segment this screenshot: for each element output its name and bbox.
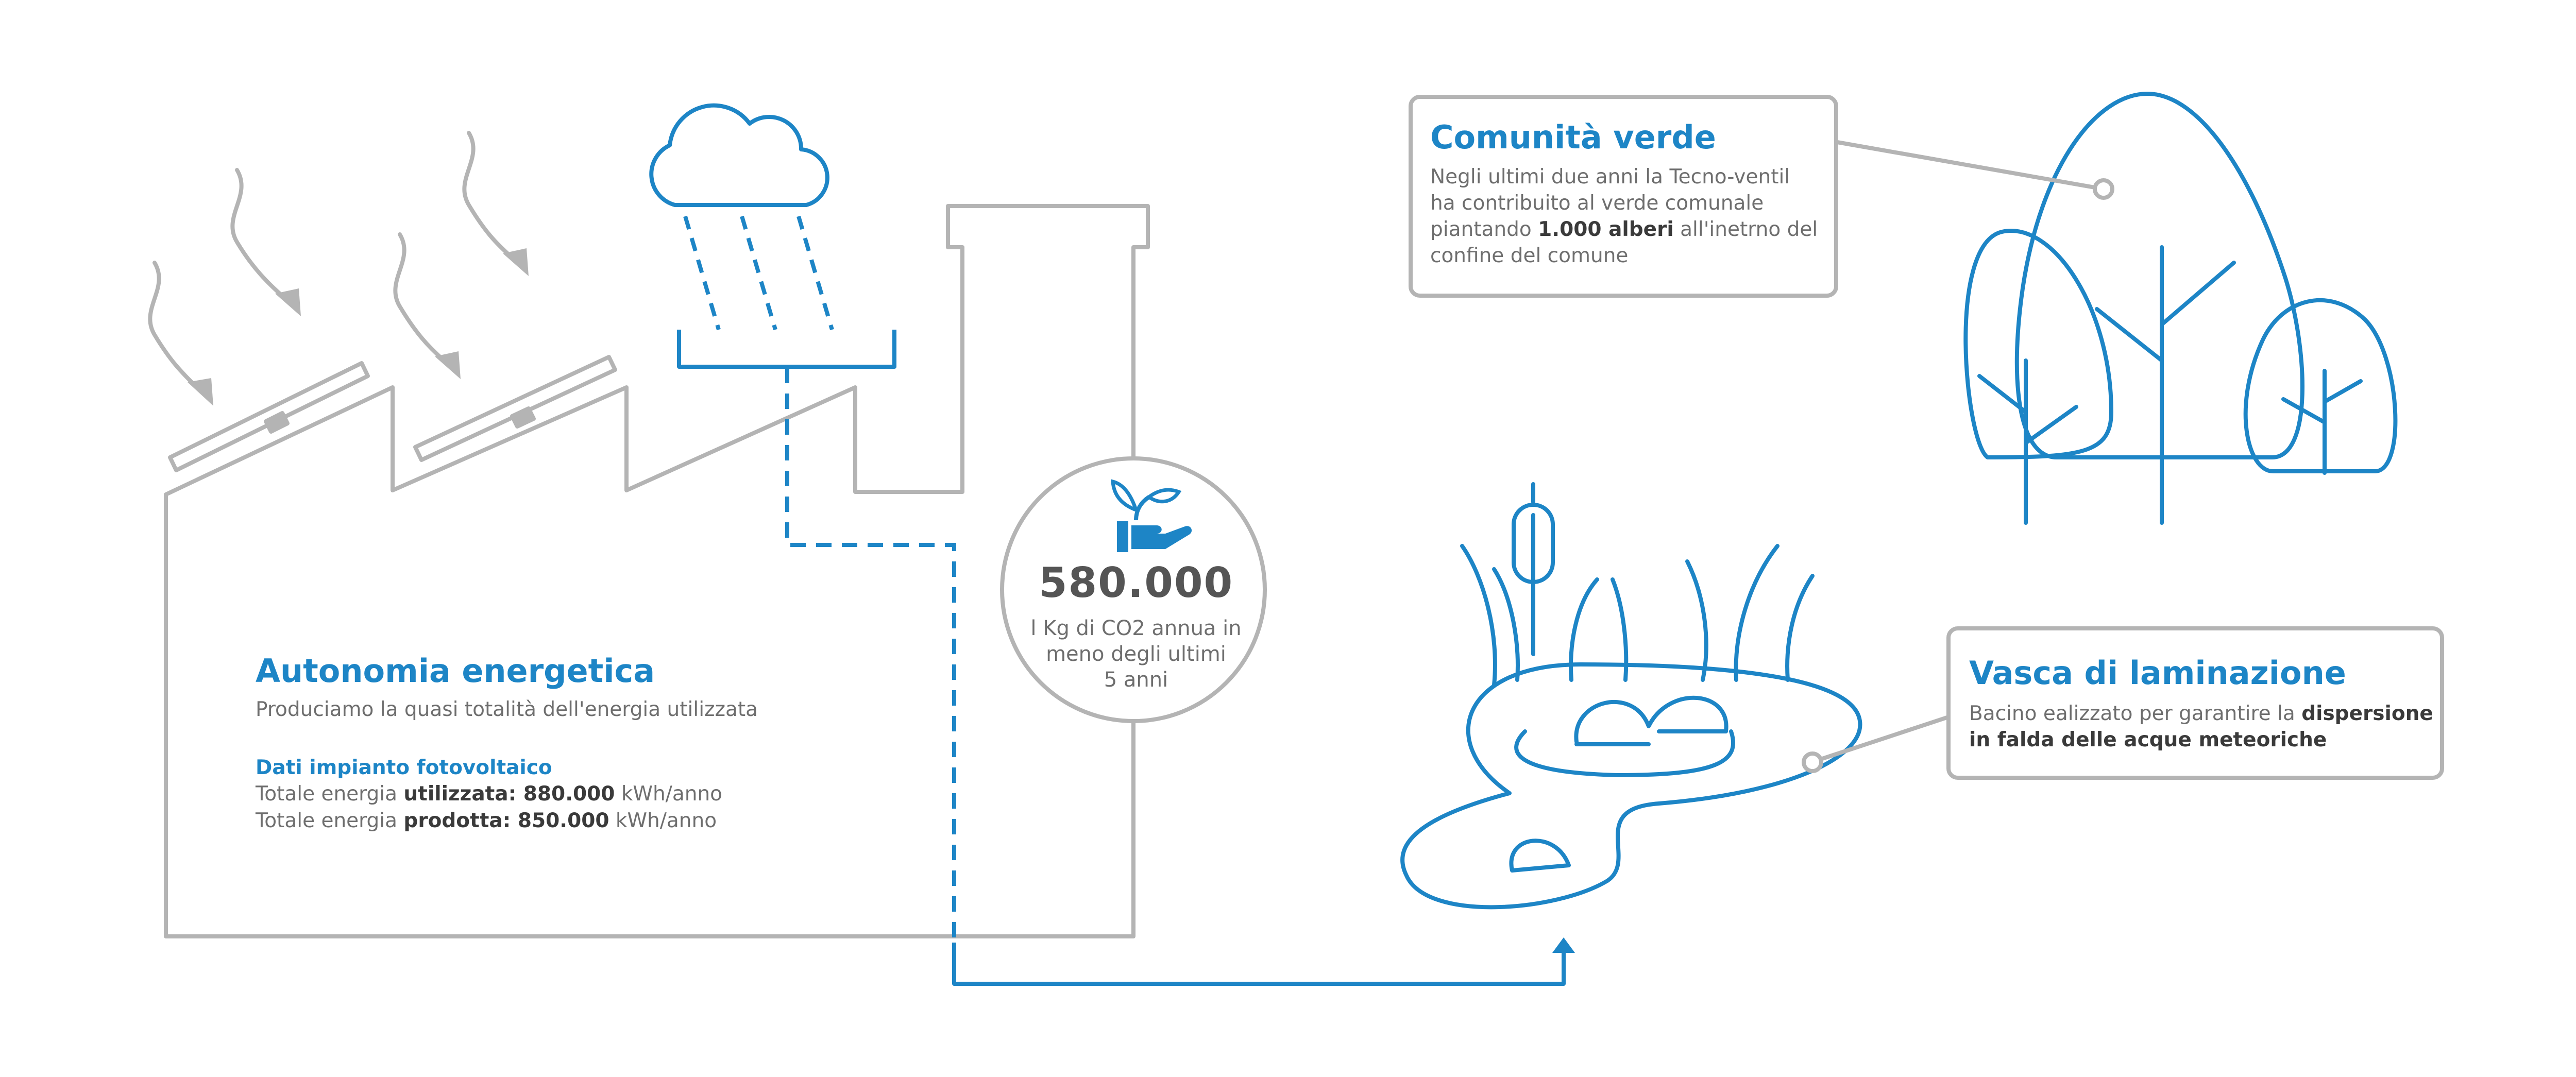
basin-line-2-bold: in falda delle acque meteoriche — [1969, 728, 2327, 751]
factory-outline — [164, 204, 1150, 938]
energy-used-unit: kWh/anno — [615, 782, 723, 806]
co2-label: l Kg di CO2 annua in meno degli ultimi 5… — [1023, 616, 1249, 693]
co2-label-line: 5 anni — [1104, 668, 1168, 692]
energy-produced-unit: kWh/anno — [609, 809, 717, 832]
rain-collector — [677, 330, 896, 369]
energy-used-prefix: Totale energia — [256, 782, 404, 806]
pond-icon — [1400, 482, 1862, 910]
basin-title: Vasca di laminazione — [1969, 654, 2346, 692]
co2-label-line: l Kg di CO2 annua in — [1030, 617, 1242, 640]
green-line-2: ha contribuito al verde comunale — [1430, 192, 1764, 215]
co2-value: 580.000 — [1038, 559, 1234, 607]
pipe-arrowhead — [1552, 937, 1575, 953]
trees-count: 1.000 alberi — [1538, 218, 1674, 241]
green-line-3-suffix: all'inetrno del — [1673, 218, 1818, 241]
callout-green-community — [1409, 95, 2114, 298]
factory-title: Autonomia energetica — [256, 652, 655, 690]
basin-line-1-prefix: Bacino ealizzato per garantire la — [1969, 702, 2302, 725]
sun-ray-arrowhead — [503, 248, 529, 276]
sun-ray-arrowhead — [435, 351, 461, 379]
green-line-3: piantando 1.000 alberi all'inetrno del — [1430, 216, 1818, 243]
energy-produced-line: Totale energia prodotta: 850.000 kWh/ann… — [256, 808, 717, 834]
green-line-3-prefix: piantando — [1430, 218, 1538, 241]
sun-ray-arrowhead — [275, 288, 301, 316]
basin-line-2: in falda delle acque meteoriche — [1969, 727, 2327, 753]
co2-label-line: meno degli ultimi — [1046, 642, 1226, 666]
water-pipe-solid — [952, 943, 1566, 986]
co2-badge-circle — [1000, 456, 1267, 723]
energy-used-line: Totale energia utilizzata: 880.000 kWh/a… — [256, 781, 722, 807]
solar-panel-left — [168, 361, 370, 472]
sun-ray-arrow-icon — [148, 261, 199, 389]
green-title: Comunità verde — [1430, 118, 1716, 156]
plant-hand-icon — [1111, 479, 1192, 552]
solar-panel-right — [413, 355, 617, 462]
factory-subtitle: Produciamo la quasi totalità dell'energi… — [256, 698, 758, 721]
sun-ray-arrow-icon — [393, 232, 446, 363]
tree-icon — [1963, 92, 2398, 525]
green-line-1: Negli ultimi due anni la Tecno-ventil — [1430, 165, 1790, 189]
green-line-4: confine del comune — [1430, 244, 1629, 267]
callout-basin — [1802, 626, 2444, 780]
energy-used-value: utilizzata: 880.000 — [403, 782, 615, 806]
energy-produced-value: prodotta: 850.000 — [403, 809, 609, 832]
energy-produced-prefix: Totale energia — [256, 809, 404, 832]
basin-line-1: Bacino ealizzato per garantire la disper… — [1969, 700, 2433, 727]
sun-ray-arrowhead — [188, 378, 213, 406]
cloud-icon — [649, 103, 829, 207]
sun-ray-arrow-icon — [462, 131, 514, 260]
water-pipe-dashed — [785, 368, 956, 943]
sun-ray-arrow-icon — [230, 168, 286, 300]
pv-heading: Dati impianto fotovoltaico — [256, 756, 552, 779]
basin-line-1-bold: dispersione — [2301, 702, 2433, 725]
rain-lines — [683, 215, 834, 331]
